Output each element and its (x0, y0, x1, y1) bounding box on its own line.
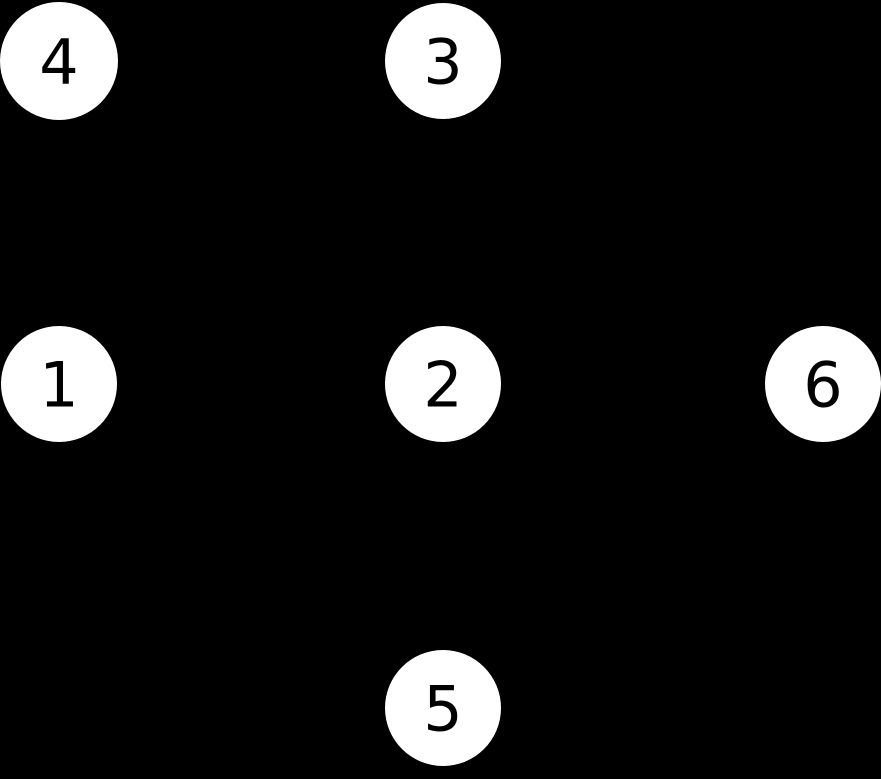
graph-node-6[interactable]: 6 (765, 326, 881, 442)
graph-node-4[interactable]: 4 (0, 2, 118, 120)
node-circle-5[interactable] (385, 650, 501, 766)
node-circle-6[interactable] (765, 326, 881, 442)
node-circle-1[interactable] (1, 326, 117, 442)
graph-node-5[interactable]: 5 (385, 650, 501, 766)
node-circle-4[interactable] (0, 2, 118, 120)
node-circle-2[interactable] (385, 326, 501, 442)
graph-node-2[interactable]: 2 (385, 326, 501, 442)
node-circle-3[interactable] (385, 3, 501, 119)
graph-node-1[interactable]: 1 (1, 326, 117, 442)
graph-node-3[interactable]: 3 (385, 3, 501, 119)
